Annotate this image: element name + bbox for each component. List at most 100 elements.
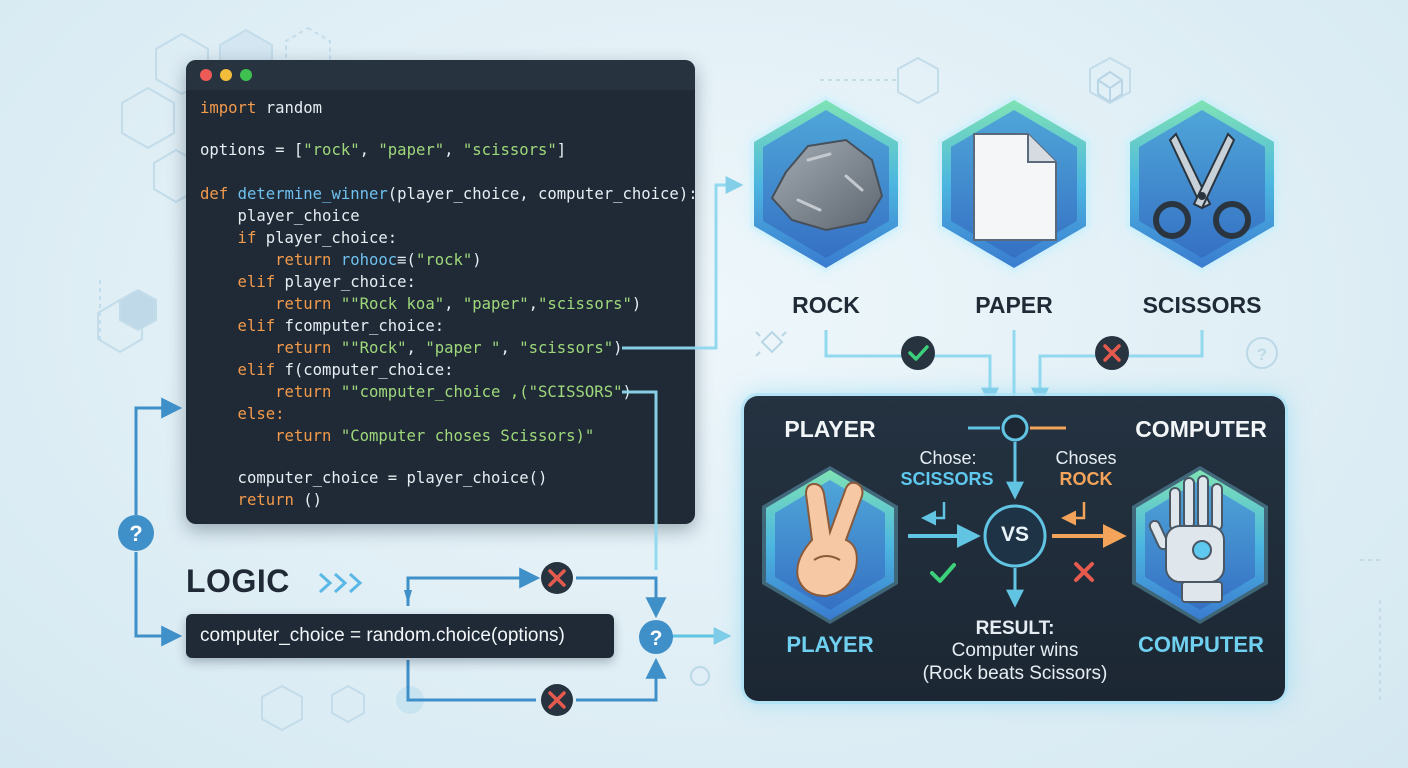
cross-icon bbox=[1095, 336, 1129, 370]
paper-label: PAPER bbox=[975, 292, 1053, 318]
code-token: return bbox=[200, 295, 341, 313]
decision-icon: ? bbox=[650, 627, 663, 650]
decision-node-left[interactable]: ? bbox=[118, 515, 154, 551]
code-token: , bbox=[528, 295, 538, 313]
decision-node-right[interactable]: ? bbox=[639, 620, 673, 654]
scissors-icon bbox=[1153, 132, 1251, 239]
cube-icon bbox=[1097, 70, 1123, 104]
hex-decoration bbox=[331, 684, 365, 724]
code-token: ""Rock" bbox=[340, 339, 407, 357]
result-line-1: Computer wins bbox=[951, 640, 1079, 661]
code-token: , bbox=[444, 295, 463, 313]
code-line: return ""Rock koa", "paper","scissors") bbox=[200, 294, 641, 314]
code-token: return bbox=[200, 427, 341, 445]
check-icon bbox=[901, 336, 935, 370]
scissors-label: SCISSORS bbox=[1142, 292, 1262, 318]
code-line: else: bbox=[200, 404, 285, 424]
code-token: player_choice bbox=[200, 207, 360, 225]
rock-label: ROCK bbox=[792, 292, 860, 318]
code-line: import random bbox=[200, 98, 322, 118]
robot-hand-icon bbox=[1148, 475, 1225, 603]
code-token: computer_choice = player_choice() bbox=[200, 469, 548, 487]
code-token: , bbox=[444, 141, 463, 159]
computer-heading: COMPUTER bbox=[1135, 416, 1267, 442]
player-hand-card bbox=[762, 466, 898, 624]
maximize-window-dot[interactable] bbox=[240, 69, 252, 81]
robot-hand-card bbox=[1132, 466, 1268, 624]
code-line: elif player_choice: bbox=[200, 272, 416, 292]
code-token: (player_choice, computer_choice): bbox=[387, 185, 698, 203]
code-token: return bbox=[200, 251, 341, 269]
rock-icon bbox=[770, 138, 884, 232]
player-caption: PLAYER bbox=[786, 632, 874, 657]
code-token: "scissors" bbox=[538, 295, 632, 313]
result-line-2: (Rock beats Scissors) bbox=[922, 663, 1108, 684]
code-token: if bbox=[200, 229, 266, 247]
code-line: player_choice bbox=[200, 206, 360, 226]
code-token: player_choice: bbox=[284, 273, 416, 291]
code-line: return ""Rock", "paper ", "scissors") bbox=[200, 338, 622, 358]
code-token: elif bbox=[200, 317, 285, 335]
hex-decoration bbox=[261, 684, 303, 732]
decision-icon: ? bbox=[129, 521, 142, 546]
code-line: return () bbox=[200, 490, 323, 510]
window-titlebar bbox=[186, 60, 695, 90]
code-line: def determine_winner(player_choice, comp… bbox=[200, 184, 698, 204]
code-token: ""computer_choice ,("SCISSORS" bbox=[340, 383, 623, 401]
code-line: elif f(computer_choice: bbox=[200, 360, 454, 380]
code-token: "scissors" bbox=[462, 141, 557, 159]
logic-expression: computer_choice = random.choice(options) bbox=[186, 614, 614, 658]
cross-icon bbox=[541, 684, 573, 716]
logic-title: LOGIC bbox=[186, 563, 290, 599]
code-token: elif bbox=[200, 273, 285, 291]
minimize-window-dot[interactable] bbox=[220, 69, 232, 81]
code-token: player_choice: bbox=[265, 229, 398, 247]
player-chose-label: Chose: bbox=[919, 448, 977, 468]
vs-label: VS bbox=[1000, 523, 1029, 546]
player-heading: PLAYER bbox=[784, 416, 876, 442]
code-token: ) bbox=[472, 251, 482, 269]
code-token: "paper" bbox=[462, 295, 529, 313]
code-token: fcomputer_choice: bbox=[284, 317, 445, 335]
check-icon bbox=[930, 563, 956, 583]
rock-choice-card[interactable] bbox=[750, 96, 902, 272]
vs-badge bbox=[983, 504, 1047, 568]
code-token: "scissors" bbox=[519, 339, 614, 357]
code-token: elif bbox=[200, 361, 285, 379]
svg-text:?: ? bbox=[1257, 345, 1267, 364]
code-line: computer_choice = player_choice() bbox=[200, 468, 548, 488]
code-token: return bbox=[200, 339, 341, 357]
code-line: elif fcomputer_choice: bbox=[200, 316, 445, 336]
code-token: determine_winner bbox=[237, 185, 388, 203]
code-line: return rohooc≡("rock") bbox=[200, 250, 482, 270]
junction-node bbox=[1001, 414, 1029, 442]
code-token: ≡( bbox=[397, 251, 416, 269]
paper-choice-card[interactable] bbox=[938, 96, 1090, 272]
hex-decoration bbox=[121, 86, 175, 150]
peace-hand-icon bbox=[796, 481, 864, 598]
code-token: rohooc bbox=[340, 251, 398, 269]
code-token: , bbox=[500, 339, 520, 357]
computer-chose-value: ROCK bbox=[1059, 469, 1113, 489]
code-token: "rock" bbox=[415, 251, 473, 269]
computer-chose-label: Choses bbox=[1055, 448, 1117, 468]
code-line: if player_choice: bbox=[200, 228, 398, 248]
scissors-choice-card[interactable] bbox=[1126, 96, 1278, 272]
code-token: options = [ bbox=[200, 141, 304, 159]
paper-icon bbox=[973, 133, 1057, 241]
code-token: f(computer_choice: bbox=[284, 361, 454, 379]
code-token: ] bbox=[556, 141, 567, 159]
code-token: else: bbox=[200, 405, 285, 423]
close-window-dot[interactable] bbox=[200, 69, 212, 81]
code-token: import bbox=[200, 99, 257, 117]
code-token: return bbox=[200, 383, 341, 401]
cross-icon bbox=[541, 562, 573, 594]
code-token: def bbox=[200, 185, 238, 203]
code-line: options = ["rock", "paper", "scissors"] bbox=[200, 140, 566, 160]
code-token: () bbox=[303, 491, 323, 509]
code-token: "rock" bbox=[303, 141, 360, 159]
hex-decoration bbox=[897, 56, 939, 105]
